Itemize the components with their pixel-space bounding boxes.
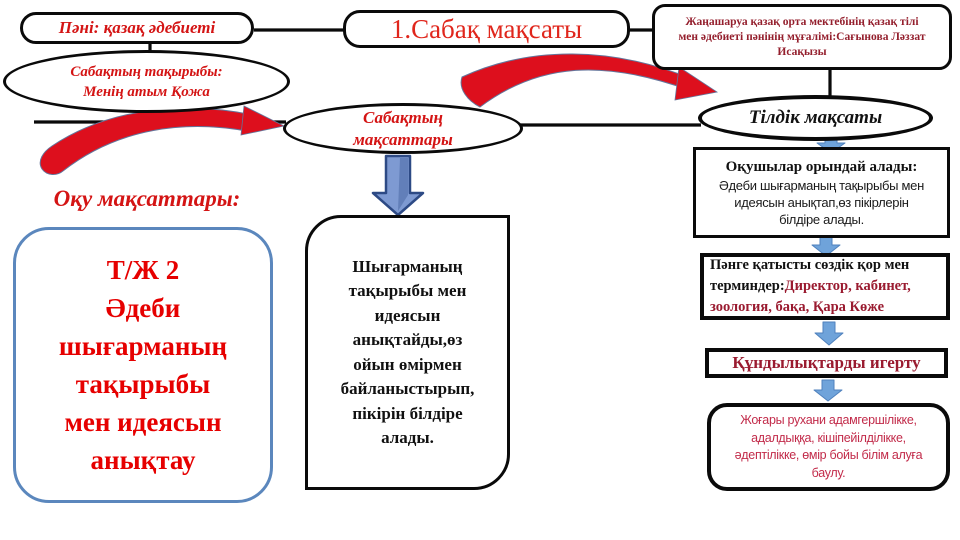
subject-label: Пәні: қазақ әдебиеті <box>58 18 216 37</box>
lesson-goal-title-box: 1.Сабақ мақсаты <box>343 10 630 48</box>
students-can-box: Оқушылар орындай алады: Әдеби шығарманың… <box>693 147 950 238</box>
students-can-title: Оқушылар орындай алады: <box>725 159 918 175</box>
values-box: Құндылықтарды игерту <box>705 348 948 378</box>
big-down-arrow-icon <box>371 154 425 217</box>
lesson-goals-text: Сабақтың мақсаттары <box>353 107 453 149</box>
lesson-goal-title: 1.Сабақ мақсаты <box>390 13 583 44</box>
language-goal-oval: Тілдік мақсаты <box>698 95 933 141</box>
vocabulary-label: Пәнге қатысты сөздік қор мен терминдер: <box>710 257 910 294</box>
teacher-info-box: Жаңашаруа қазақ орта мектебінің қазақ ті… <box>652 4 952 70</box>
language-goal-label: Тілдік мақсаты <box>748 107 883 128</box>
values-detail-box: Жоғары рухани адамгершілікке, адалдыққа,… <box>707 403 950 491</box>
vocabulary-terms: Директор, кабинет, зоология, бақа, Қара … <box>710 278 911 315</box>
vocabulary-text: Пәнге қатысты сөздік қор мен терминдер:Д… <box>710 255 940 318</box>
learning-objective-box: Т/Ж 2 Әдеби шығарманың тақырыбы мен идея… <box>13 227 273 503</box>
curved-arrow-left-icon <box>39 105 286 175</box>
lesson-theme-text: Сабақтың тақырыбы: Менің атым Қожа <box>70 63 223 100</box>
learning-goals-heading: Оқу мақсаттары: <box>53 186 241 211</box>
curved-arrow-right-icon <box>460 53 719 108</box>
students-can-text: Әдеби шығарманың тақырыбы мен идеясын ан… <box>719 178 924 227</box>
values-label: Құндылықтарды игерту <box>732 353 921 372</box>
outcome-text: Шығарманың тақырыбы мен идеясын анықтайд… <box>340 256 475 448</box>
vocabulary-box: Пәнге қатысты сөздік қор мен терминдер:Д… <box>700 253 950 320</box>
learning-objective-text: Т/Ж 2 Әдеби шығарманың тақырыбы мен идея… <box>58 255 228 475</box>
teacher-info-text: Жаңашаруа қазақ орта мектебінің қазақ ті… <box>678 15 926 58</box>
lesson-theme-ellipse: Сабақтың тақырыбы: Менің атым Қожа <box>3 50 290 113</box>
subject-box: Пәні: қазақ әдебиеті <box>20 12 254 44</box>
values-detail-text: Жоғары рухани адамгершілікке, адалдыққа,… <box>734 413 923 480</box>
outcome-box: Шығарманың тақырыбы мен идеясын анықтайд… <box>305 215 510 490</box>
lesson-goals-oval: Сабақтың мақсаттары <box>283 103 523 154</box>
